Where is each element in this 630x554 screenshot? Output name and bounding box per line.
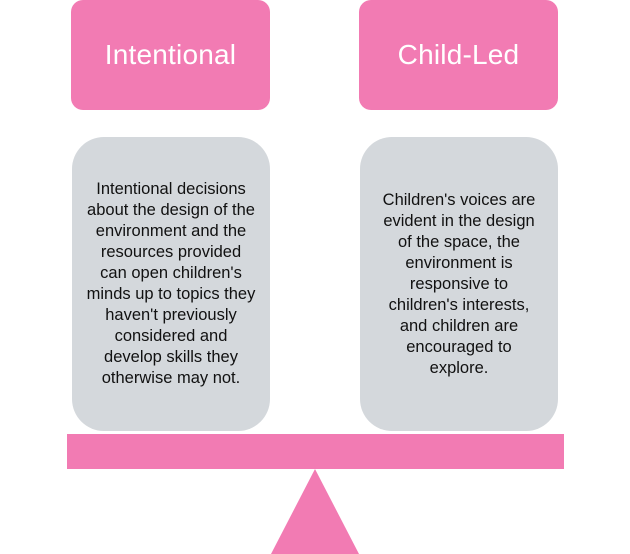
- child-led-title: Child-Led: [397, 39, 520, 70]
- child-led-header: Child-Led: [359, 0, 558, 110]
- intentional-header: Intentional: [71, 0, 270, 110]
- child-led-description: Children's voices are evident in the des…: [382, 190, 536, 377]
- fulcrum-triangle: [271, 469, 359, 554]
- balance-beam: [67, 434, 564, 469]
- child-led-description-box: Children's voices are evident in the des…: [360, 137, 558, 431]
- intentional-description: Intentional decisions about the design o…: [86, 180, 256, 387]
- intentional-title: Intentional: [104, 39, 237, 70]
- intentional-description-box: Intentional decisions about the design o…: [72, 137, 270, 431]
- fulcrum-shape: [271, 469, 359, 554]
